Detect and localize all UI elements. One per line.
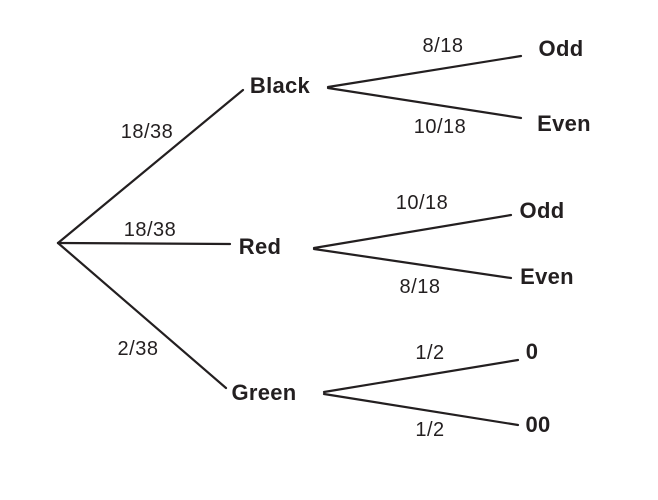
probability-label-black-odd: 8/18 [422, 35, 464, 57]
edge-root-red [56, 241, 232, 246]
leaf-label-red-even: Even [520, 264, 574, 289]
leaf-label-green-0: 0 [525, 339, 539, 364]
edge-green-0 [322, 358, 520, 394]
probability-label-green-00: 1/2 [415, 419, 445, 441]
leaf-label-red-odd: Odd [519, 198, 565, 223]
edge-root-green [56, 241, 228, 390]
probability-label-red-even: 8/18 [399, 276, 441, 298]
edge-black-odd [326, 54, 523, 89]
leaf-label-black-odd: Odd [538, 36, 584, 61]
edge-green-00 [322, 392, 520, 427]
probability-label-root-black: 18/38 [120, 121, 174, 143]
probability-label-root-green: 2/38 [117, 338, 159, 360]
node-label-red: Red [238, 234, 282, 259]
edge-red-odd [312, 213, 513, 250]
probability-label-black-even: 10/18 [413, 116, 467, 138]
edge-root-black [56, 88, 245, 245]
edge-black-even [326, 86, 523, 120]
leaf-label-black-even: Even [537, 111, 591, 136]
probability-label-green-0: 1/2 [415, 342, 445, 364]
node-label-green: Green [231, 380, 297, 405]
edge-red-even [312, 247, 513, 280]
leaf-label-green-00: 00 [525, 412, 551, 437]
probability-label-root-red: 18/38 [123, 219, 177, 241]
node-label-black: Black [249, 73, 311, 98]
probability-label-red-odd: 10/18 [395, 192, 449, 214]
